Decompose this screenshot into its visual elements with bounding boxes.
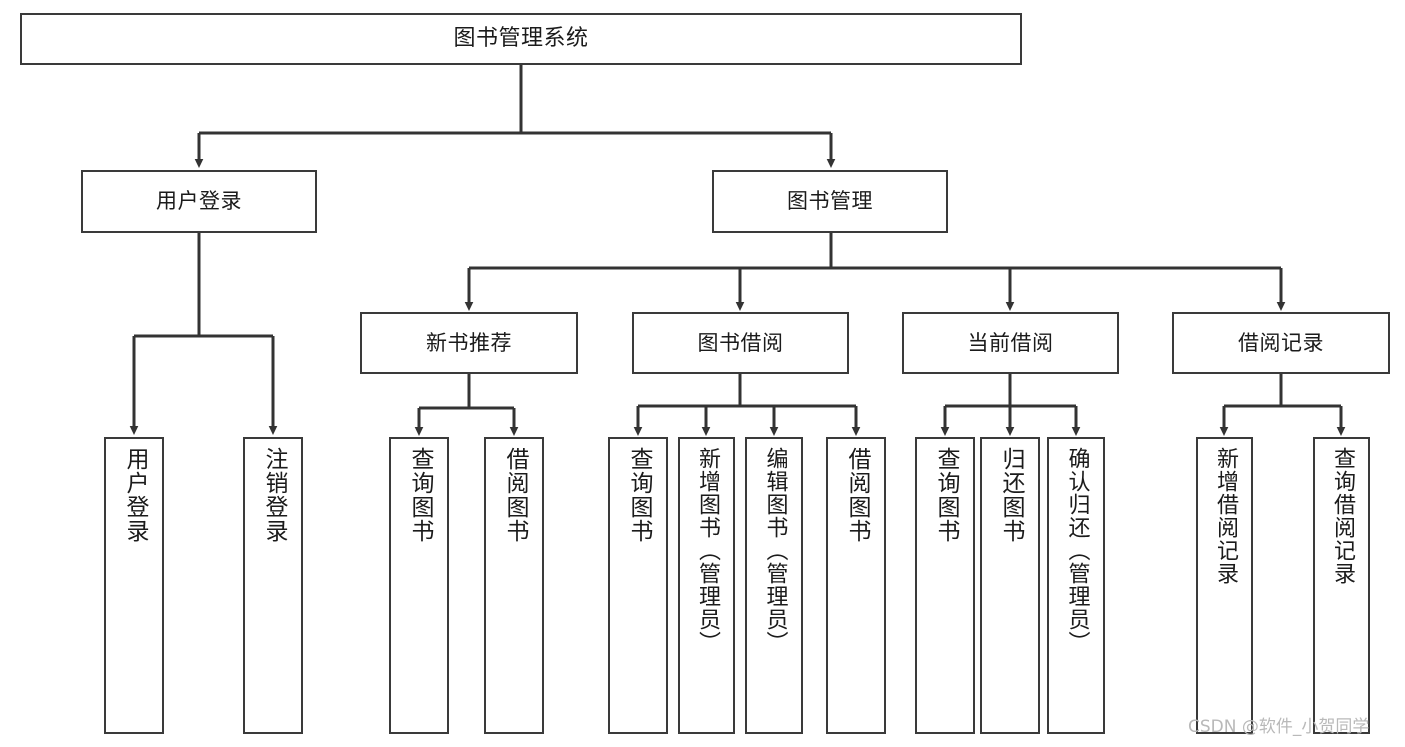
leaf-user-login[interactable]: 用户登录 (104, 437, 164, 734)
leaf-record-query-record[interactable]: 查询借阅记录 (1313, 437, 1370, 734)
node-label: 查询图书 (625, 447, 652, 543)
node-label: 图书管理 (787, 189, 873, 214)
leaf-current-query-book[interactable]: 查询图书 (915, 437, 975, 734)
node-label: 借阅图书 (501, 447, 528, 543)
node-label: 查询借阅记录 (1329, 447, 1355, 585)
node-label: 新书推荐 (426, 330, 512, 355)
node-label: 编辑图书（管理员） (762, 447, 788, 654)
leaf-borrow-edit-book-admin[interactable]: 编辑图书（管理员） (745, 437, 803, 734)
node-label: 图书管理系统 (453, 25, 589, 51)
node-borrow-record[interactable]: 借阅记录 (1172, 312, 1390, 374)
node-label: 新增图书（管理员） (694, 447, 720, 654)
node-book-borrow[interactable]: 图书借阅 (632, 312, 849, 374)
leaf-recommend-borrow-book[interactable]: 借阅图书 (484, 437, 544, 734)
node-root-system[interactable]: 图书管理系统 (20, 13, 1022, 65)
node-new-book-recommend[interactable]: 新书推荐 (360, 312, 578, 374)
leaf-borrow-query-book[interactable]: 查询图书 (608, 437, 668, 734)
node-label: 注销登录 (260, 447, 287, 543)
node-current-borrow[interactable]: 当前借阅 (902, 312, 1119, 374)
watermark-text: CSDN @软件_小贺同学 (1188, 717, 1370, 737)
node-label: 用户登录 (156, 189, 242, 214)
node-label: 图书借阅 (697, 330, 784, 355)
node-label: 确认归还（管理员） (1064, 447, 1090, 654)
node-label: 新增借阅记录 (1212, 447, 1238, 585)
leaf-borrow-add-book-admin[interactable]: 新增图书（管理员） (678, 437, 735, 734)
node-label: 借阅图书 (843, 447, 870, 543)
leaf-record-add-record[interactable]: 新增借阅记录 (1196, 437, 1253, 734)
node-label: 借阅记录 (1238, 330, 1324, 355)
node-user-login[interactable]: 用户登录 (81, 170, 317, 233)
node-label: 查询图书 (406, 447, 433, 543)
node-book-management[interactable]: 图书管理 (712, 170, 948, 233)
leaf-current-return-book[interactable]: 归还图书 (980, 437, 1040, 734)
node-label: 归还图书 (997, 447, 1024, 543)
leaf-user-logout[interactable]: 注销登录 (243, 437, 303, 734)
node-label: 当前借阅 (967, 330, 1054, 355)
node-label: 用户登录 (121, 447, 148, 543)
leaf-borrow-borrow-book[interactable]: 借阅图书 (826, 437, 886, 734)
leaf-recommend-query-book[interactable]: 查询图书 (389, 437, 449, 734)
leaf-current-confirm-return-admin[interactable]: 确认归还（管理员） (1047, 437, 1105, 734)
node-label: 查询图书 (932, 447, 959, 543)
